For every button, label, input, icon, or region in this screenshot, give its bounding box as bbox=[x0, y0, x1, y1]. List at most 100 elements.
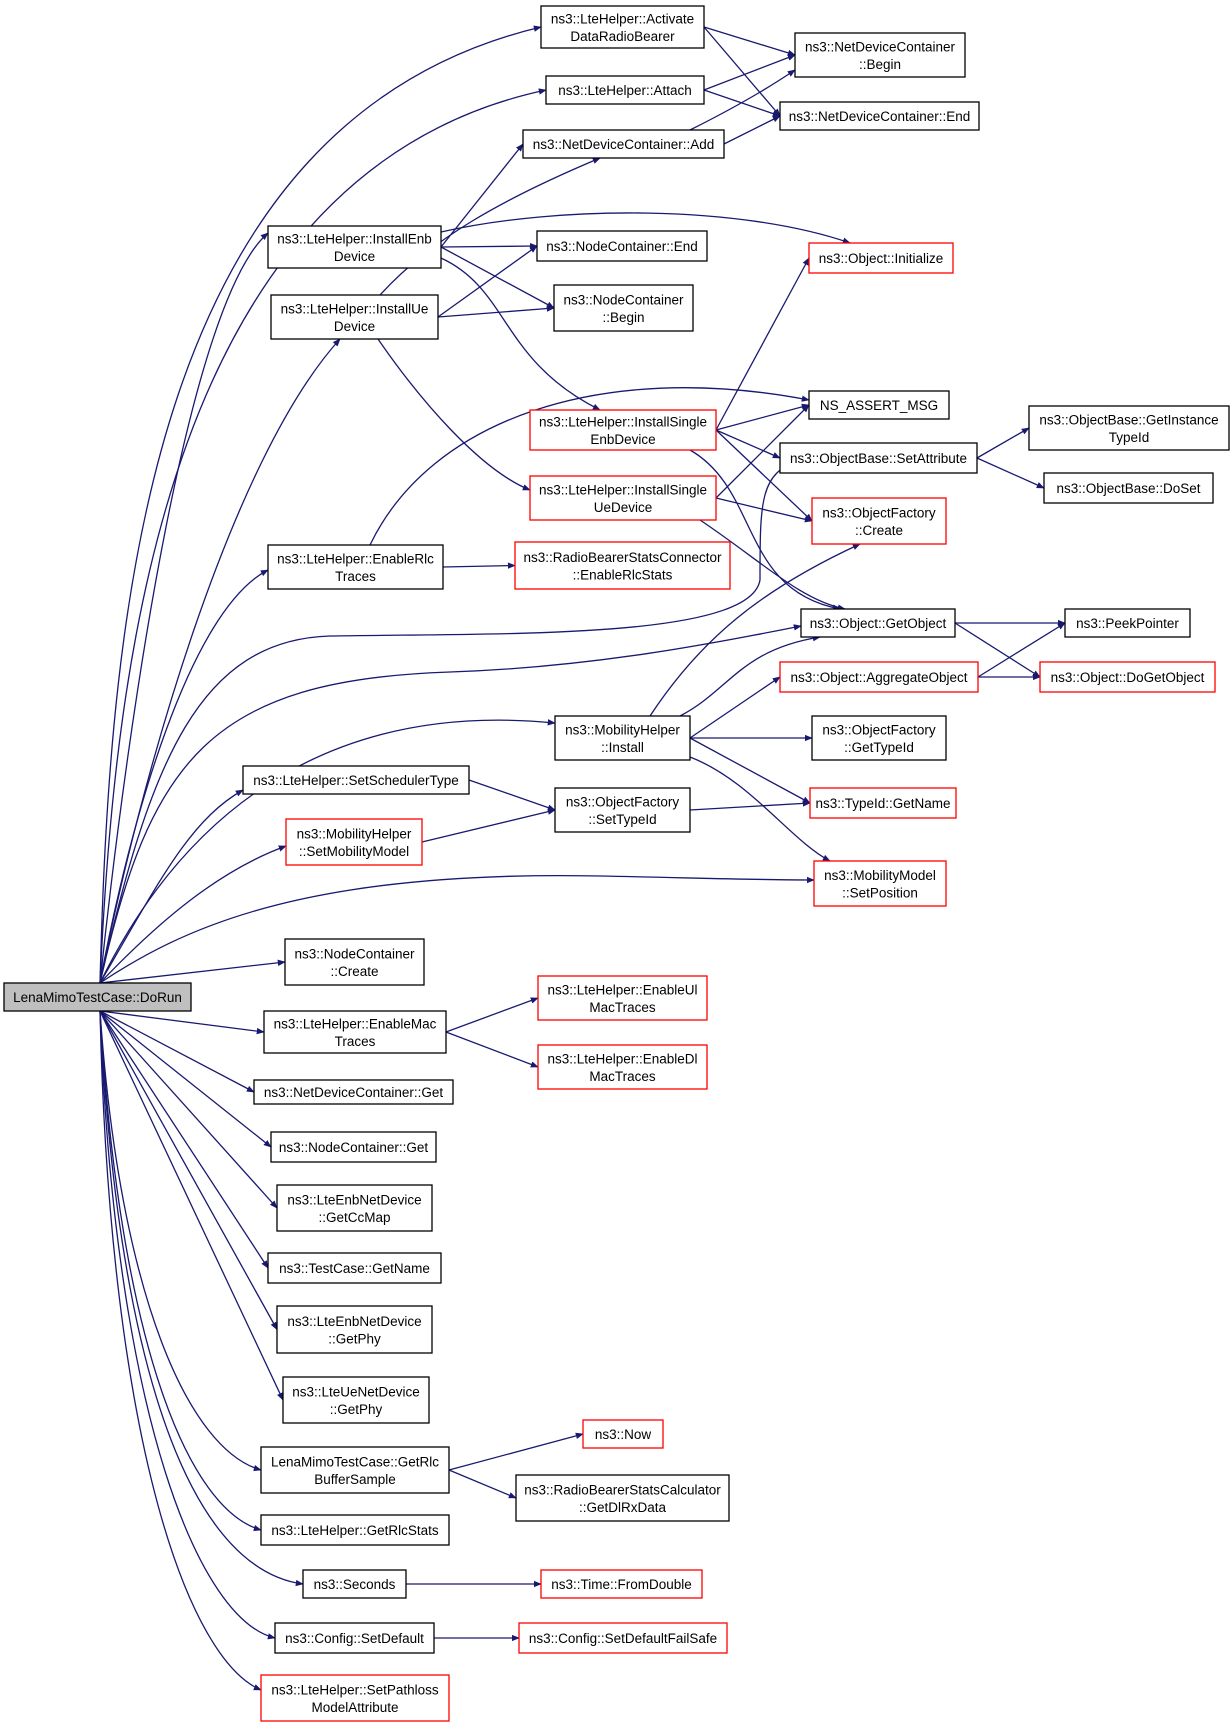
node-label: ns3::ObjectFactory bbox=[822, 505, 936, 520]
node-nc-end[interactable]: ns3::NodeContainer::End bbox=[536, 230, 708, 262]
node-label: ::Begin bbox=[859, 57, 901, 72]
node-label: LenaMimoTestCase::GetRlc bbox=[271, 1454, 439, 1469]
edge-attach-to-ndc_begin bbox=[703, 54, 796, 91]
node-ue-getphy[interactable]: ns3::LteUeNetDevice::GetPhy bbox=[282, 1376, 430, 1424]
node-config-failsafe[interactable]: ns3::Config::SetDefaultFailSafe bbox=[518, 1622, 728, 1654]
node-label: ::SetTypeId bbox=[588, 812, 656, 827]
node-assert[interactable]: NS_ASSERT_MSG bbox=[808, 390, 950, 420]
node-nc-get[interactable]: ns3::NodeContainer::Get bbox=[270, 1131, 437, 1163]
node-label: ::GetPhy bbox=[330, 1402, 383, 1417]
node-box bbox=[779, 661, 979, 693]
node-label: ns3::TestCase::GetName bbox=[279, 1261, 430, 1276]
node-box bbox=[522, 129, 725, 159]
node-set-pathloss[interactable]: ns3::LteHelper::SetPathlossModelAttribut… bbox=[260, 1674, 450, 1722]
node-box bbox=[813, 860, 947, 907]
node-label: ns3::LteEnbNetDevice bbox=[287, 1314, 421, 1329]
node-attach[interactable]: ns3::LteHelper::Attach bbox=[545, 75, 705, 105]
node-of-create[interactable]: ns3::ObjectFactory::Create bbox=[811, 497, 947, 545]
node-nc-create[interactable]: ns3::NodeContainer::Create bbox=[284, 938, 425, 986]
edge-of_settypeid-to-typeid_getname bbox=[689, 800, 811, 811]
node-label: ns3::NodeContainer bbox=[294, 946, 415, 961]
node-aggregate[interactable]: ns3::Object::AggregateObject bbox=[779, 661, 979, 693]
node-label: ns3::Config::SetDefaultFailSafe bbox=[529, 1631, 717, 1646]
node-getobject[interactable]: ns3::Object::GetObject bbox=[800, 608, 956, 638]
node-of-settypeid[interactable]: ns3::ObjectFactory::SetTypeId bbox=[554, 787, 691, 833]
node-label: ns3::Object::GetObject bbox=[810, 616, 947, 631]
edge-root-to-tc_getname bbox=[99, 1010, 269, 1269]
node-doset[interactable]: ns3::ObjectBase::DoSet bbox=[1043, 472, 1214, 504]
node-label: ::GetCcMap bbox=[318, 1210, 390, 1225]
node-getrlcstats[interactable]: ns3::LteHelper::GetRlcStats bbox=[260, 1514, 450, 1546]
node-label: ns3::LteHelper::InstallSingle bbox=[539, 414, 707, 429]
node-label: ns3::TypeId::GetName bbox=[815, 796, 950, 811]
node-label: ns3::LteHelper::InstallEnb bbox=[277, 231, 432, 246]
node-ndc-add[interactable]: ns3::NetDeviceContainer::Add bbox=[522, 129, 725, 159]
node-set-sched[interactable]: ns3::LteHelper::SetSchedulerType bbox=[242, 765, 470, 795]
edge-root-to-ue_getphy bbox=[99, 1010, 284, 1401]
edge-single_ue-to-of_create bbox=[715, 497, 813, 523]
node-mob-install[interactable]: ns3::MobilityHelper::Install bbox=[554, 715, 691, 761]
node-mm-setpos[interactable]: ns3::MobilityModel::SetPosition bbox=[813, 860, 947, 907]
edge-single_ue-to-assert bbox=[715, 404, 810, 499]
node-label: ns3::NodeContainer bbox=[563, 292, 684, 307]
node-label: ns3::ObjectFactory bbox=[822, 722, 936, 737]
node-box bbox=[779, 442, 978, 474]
edge-single_ue-to-getobject bbox=[699, 519, 846, 611]
node-label: ns3::LteHelper::GetRlcStats bbox=[271, 1523, 439, 1538]
node-label: ns3::MobilityModel bbox=[824, 868, 936, 883]
node-box bbox=[537, 975, 708, 1021]
node-box bbox=[267, 544, 444, 590]
node-rbscalc[interactable]: ns3::RadioBearerStatsCalculator::GetDlRx… bbox=[515, 1474, 730, 1522]
edge-single_enb-to-setattr bbox=[715, 429, 781, 459]
node-box bbox=[808, 390, 950, 420]
node-tc-getname[interactable]: ns3::TestCase::GetName bbox=[267, 1252, 442, 1284]
node-root[interactable]: LenaMimoTestCase::DoRun bbox=[3, 982, 192, 1012]
node-box bbox=[582, 1419, 664, 1449]
node-ndc-begin[interactable]: ns3::NetDeviceContainer::Begin bbox=[794, 32, 966, 78]
node-of-gettypeid[interactable]: ns3::ObjectFactory::GetTypeId bbox=[811, 715, 947, 761]
node-box bbox=[811, 497, 947, 545]
node-box bbox=[540, 1569, 703, 1599]
edge-root-to-nc_create bbox=[99, 959, 286, 984]
node-label: ns3::Time::FromDouble bbox=[551, 1577, 692, 1592]
edge-root-to-install_ue bbox=[99, 338, 341, 984]
node-config-setdefault[interactable]: ns3::Config::SetDefault bbox=[274, 1622, 435, 1654]
node-nc-begin[interactable]: ns3::NodeContainer::Begin bbox=[553, 284, 694, 332]
node-typeid-getname[interactable]: ns3::TypeId::GetName bbox=[809, 787, 957, 819]
node-box bbox=[808, 242, 954, 274]
node-seconds[interactable]: ns3::Seconds bbox=[302, 1569, 407, 1599]
edge-root-to-set_mob_model bbox=[99, 845, 287, 984]
node-obj-init[interactable]: ns3::Object::Initialize bbox=[808, 242, 954, 274]
node-ndc-end[interactable]: ns3::NetDeviceContainer::End bbox=[779, 101, 980, 131]
node-enb-getccmap[interactable]: ns3::LteEnbNetDevice::GetCcMap bbox=[276, 1184, 433, 1232]
node-box bbox=[242, 765, 470, 795]
node-fromdouble[interactable]: ns3::Time::FromDouble bbox=[540, 1569, 703, 1599]
node-set-mob-model[interactable]: ns3::MobilityHelper::SetMobilityModel bbox=[285, 818, 423, 866]
edge-getobject-to-dogetobject bbox=[954, 622, 1041, 678]
node-label: ns3::ObjectBase::GetInstance bbox=[1039, 412, 1218, 427]
node-ndc-get[interactable]: ns3::NetDeviceContainer::Get bbox=[253, 1079, 454, 1105]
node-peek[interactable]: ns3::PeekPointer bbox=[1064, 608, 1191, 638]
node-dogetobject[interactable]: ns3::Object::DoGetObject bbox=[1039, 661, 1216, 693]
edge-root-to-set_pathloss bbox=[99, 1010, 262, 1691]
node-box bbox=[554, 787, 691, 833]
edge-setattr-to-getinst bbox=[976, 427, 1030, 459]
node-enb-getphy[interactable]: ns3::LteEnbNetDevice::GetPhy bbox=[276, 1305, 433, 1354]
node-box bbox=[554, 715, 691, 761]
node-now[interactable]: ns3::Now bbox=[582, 1419, 664, 1449]
node-rbsc-enable[interactable]: ns3::RadioBearerStatsConnector::EnableRl… bbox=[514, 541, 731, 590]
node-label: NS_ASSERT_MSG bbox=[820, 398, 938, 413]
node-setattr[interactable]: ns3::ObjectBase::SetAttribute bbox=[779, 442, 978, 474]
